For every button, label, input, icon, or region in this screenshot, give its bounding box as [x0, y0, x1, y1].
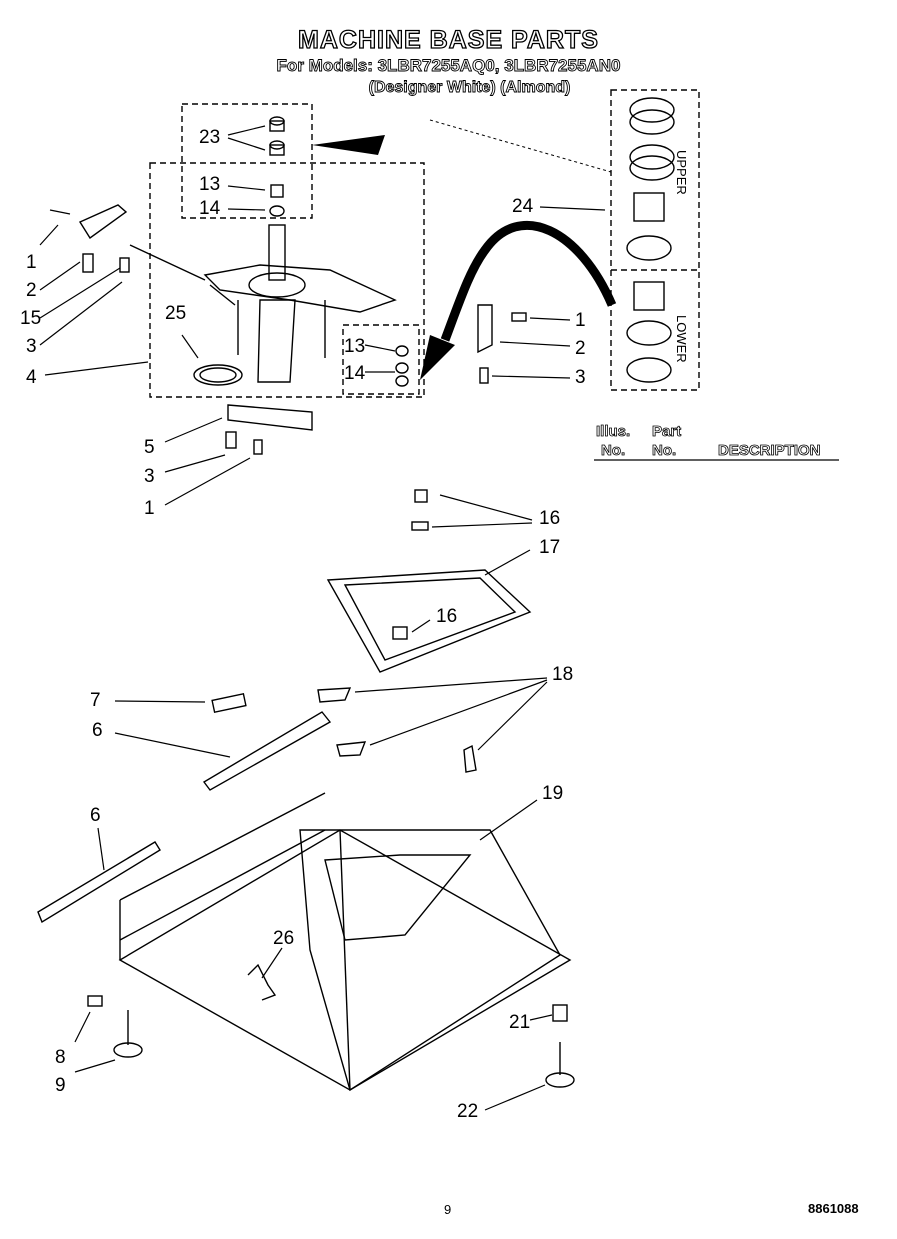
doc-code: 8861088: [808, 1201, 859, 1216]
models-line: For Models: 3LBR7255AQ0, 3LBR7255AN0: [276, 56, 621, 76]
callout-16: 16: [436, 606, 458, 627]
callout-25: 25: [165, 303, 187, 324]
page-title: MACHINE BASE PARTS: [297, 25, 599, 54]
callout-1: 1: [26, 252, 37, 273]
callout-1: 1: [575, 310, 586, 331]
callout-19: 19: [542, 783, 564, 804]
part-no-header-1: Part: [652, 423, 682, 441]
callout-14: 14: [199, 198, 221, 219]
callout-16: 16: [539, 508, 561, 529]
callout-15: 15: [20, 308, 42, 329]
callout-1: 1: [144, 498, 155, 519]
box-bearing-inset: [610, 89, 700, 391]
description-header: DESCRIPTION: [718, 442, 821, 460]
callout-5: 5: [144, 437, 155, 458]
upper-label: UPPER: [674, 150, 689, 195]
colors-line: (Designer White) (Almond): [368, 79, 571, 97]
callout-23: 23: [199, 127, 221, 148]
callout-9: 9: [55, 1075, 66, 1096]
callout-13: 13: [199, 174, 221, 195]
callout-17: 17: [539, 537, 561, 558]
callout-18: 18: [552, 664, 574, 685]
callout-3: 3: [26, 336, 37, 357]
callout-6: 6: [90, 805, 101, 826]
page-number: 9: [444, 1202, 452, 1217]
callout-3: 3: [575, 367, 586, 388]
callout-7: 7: [90, 690, 101, 711]
callout-21: 21: [509, 1012, 531, 1033]
callout-22: 22: [457, 1101, 479, 1122]
callout-8: 8: [55, 1047, 66, 1068]
box-drive-assembly: [149, 162, 425, 398]
callout-2: 2: [26, 280, 37, 301]
callout-6: 6: [92, 720, 103, 741]
illus-no-header-2: No.: [601, 442, 626, 460]
box-13-14-detail: [342, 324, 420, 395]
lower-label: LOWER: [674, 315, 689, 363]
callout-2: 2: [575, 338, 586, 359]
callout-4: 4: [26, 367, 37, 388]
box-23-13-14: [181, 103, 313, 219]
callout-24: 24: [512, 196, 534, 217]
callout-26: 26: [273, 928, 295, 949]
callout-13: 13: [344, 336, 366, 357]
callout-3: 3: [144, 466, 155, 487]
callout-14: 14: [344, 363, 366, 384]
illus-no-header-1: Illus.: [596, 423, 631, 441]
part-no-header-2: No.: [652, 442, 677, 460]
